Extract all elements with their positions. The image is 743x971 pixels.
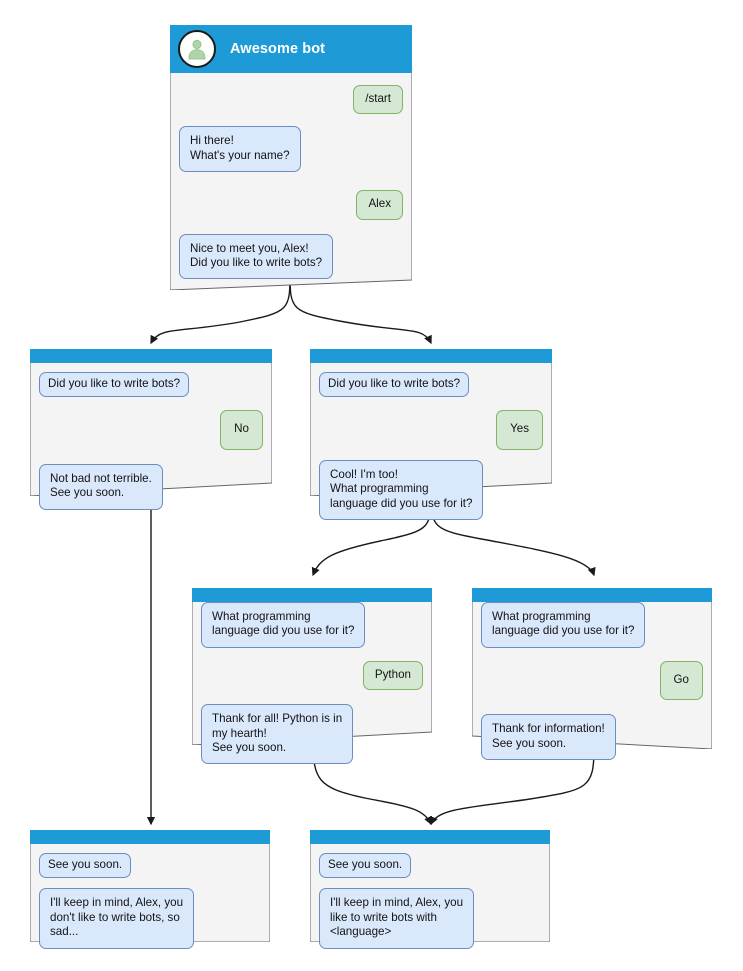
bot-bubble[interactable]: What programming language did you use fo…: [201, 602, 366, 648]
message-row: I'll keep in mind, Alex, you don't like …: [39, 888, 261, 949]
node-titlebar: [310, 349, 552, 363]
message-row: Python: [201, 660, 423, 691]
bot-bubble[interactable]: Nice to meet you, Alex! Did you like to …: [179, 233, 334, 280]
user-bubble[interactable]: /start: [353, 85, 403, 115]
message-row: Thank for all! Python is in my hearth! S…: [201, 704, 423, 765]
bot-bubble[interactable]: I'll keep in mind, Alex, you like to wri…: [319, 888, 475, 949]
user-bubble[interactable]: Go: [659, 660, 703, 701]
node-titlebar: [30, 830, 270, 844]
node-titlebar: [310, 830, 550, 844]
bot-bubble[interactable]: Thank for all! Python is in my hearth! S…: [201, 704, 354, 765]
message-row: Alex: [179, 190, 403, 220]
node-root-titlebar: Awesome bot: [170, 25, 412, 73]
message-row: What programming language did you use fo…: [481, 602, 703, 648]
message-row: See you soon.: [39, 853, 261, 879]
message-row: Thank for information! See you soon.: [481, 714, 703, 761]
bot-bubble[interactable]: Did you like to write bots?: [319, 372, 470, 398]
message-row: No: [39, 410, 263, 450]
user-bubble[interactable]: Alex: [356, 190, 403, 220]
bot-bubble[interactable]: See you soon.: [39, 853, 132, 879]
bot-bubble[interactable]: See you soon.: [319, 853, 412, 879]
node-no-branch[interactable]: Did you like to write bots? No Not bad n…: [30, 349, 272, 510]
node-yes-branch[interactable]: Did you like to write bots? Yes Cool! I'…: [310, 349, 552, 521]
node-titlebar: [192, 588, 432, 602]
bot-bubble[interactable]: Hi there! What's your name?: [179, 126, 301, 173]
message-row: Cool! I'm too! What programming language…: [319, 459, 543, 521]
bot-bubble[interactable]: Not bad not terrible. See you soon.: [39, 463, 163, 510]
node-end-sad[interactable]: See you soon. I'll keep in mind, Alex, y…: [30, 830, 270, 949]
user-bubble[interactable]: No: [220, 410, 263, 450]
bot-bubble[interactable]: Thank for information! See you soon.: [481, 714, 616, 761]
message-row: Go: [481, 660, 703, 701]
bot-bubble[interactable]: Cool! I'm too! What programming language…: [319, 459, 484, 521]
node-yes-branch-chat-body: Did you like to write bots? Yes Cool! I'…: [310, 363, 552, 521]
node-python-branch[interactable]: What programming language did you use fo…: [192, 588, 432, 765]
user-avatar-icon: [178, 30, 216, 68]
message-row: Nice to meet you, Alex! Did you like to …: [179, 233, 403, 280]
bot-bubble[interactable]: What programming language did you use fo…: [481, 602, 646, 648]
message-row: Did you like to write bots?: [319, 372, 543, 398]
bot-title: Awesome bot: [230, 41, 326, 57]
bot-bubble[interactable]: Did you like to write bots?: [39, 372, 190, 398]
message-row: What programming language did you use fo…: [201, 602, 423, 648]
node-titlebar: [30, 349, 272, 363]
node-go-branch-chat-body: What programming language did you use fo…: [472, 602, 712, 761]
user-bubble[interactable]: Yes: [496, 410, 543, 450]
node-python-branch-chat-body: What programming language did you use fo…: [192, 602, 432, 765]
message-row: Hi there! What's your name?: [179, 126, 403, 173]
node-root[interactable]: Awesome bot /start Hi there! What's your…: [170, 25, 412, 290]
node-root-chat-body: /start Hi there! What's your name? Alex …: [170, 73, 412, 280]
node-go-branch[interactable]: What programming language did you use fo…: [472, 588, 712, 761]
message-row: See you soon.: [319, 853, 541, 879]
message-row: Not bad not terrible. See you soon.: [39, 463, 263, 510]
node-end-happy-chat-body: See you soon. I'll keep in mind, Alex, y…: [310, 844, 550, 949]
message-row: /start: [179, 85, 403, 115]
node-end-happy[interactable]: See you soon. I'll keep in mind, Alex, y…: [310, 830, 550, 949]
node-end-sad-chat-body: See you soon. I'll keep in mind, Alex, y…: [30, 844, 270, 949]
message-row: Did you like to write bots?: [39, 372, 263, 398]
message-row: Yes: [319, 410, 543, 450]
user-bubble[interactable]: Python: [362, 660, 423, 691]
bot-bubble[interactable]: I'll keep in mind, Alex, you don't like …: [39, 888, 195, 949]
message-row: I'll keep in mind, Alex, you like to wri…: [319, 888, 541, 949]
node-no-branch-chat-body: Did you like to write bots? No Not bad n…: [30, 363, 272, 510]
node-titlebar: [472, 588, 712, 602]
